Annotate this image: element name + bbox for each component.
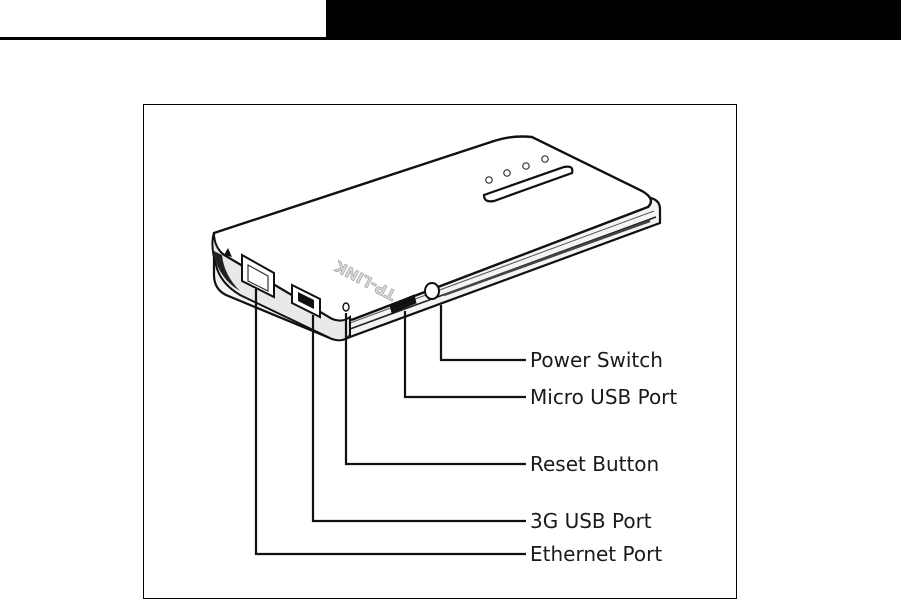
label-power-switch: Power Switch	[530, 348, 663, 372]
device-figure: TP-LINK Power Switch Micro USB Port Rese…	[143, 104, 737, 599]
label-reset-button: Reset Button	[530, 452, 659, 476]
leader-reset	[346, 313, 526, 464]
reset-pinhole	[343, 303, 349, 311]
page-header	[0, 0, 901, 42]
power-switch-shape	[425, 283, 439, 299]
label-ethernet-port: Ethernet Port	[530, 542, 662, 566]
led-indicator-3	[523, 163, 529, 169]
led-indicator-1	[486, 177, 492, 183]
led-indicator-2	[504, 170, 510, 176]
leader-power-switch	[441, 305, 526, 360]
leader-ethernet	[256, 289, 526, 554]
header-bar	[326, 0, 901, 40]
device-diagram: TP-LINK Power Switch Micro USB Port Rese…	[144, 105, 738, 600]
leader-micro-usb	[405, 311, 526, 397]
led-indicator-4	[542, 156, 548, 162]
header-rule	[0, 37, 330, 40]
label-3g-usb-port: 3G USB Port	[530, 509, 652, 533]
label-micro-usb-port: Micro USB Port	[530, 385, 677, 409]
